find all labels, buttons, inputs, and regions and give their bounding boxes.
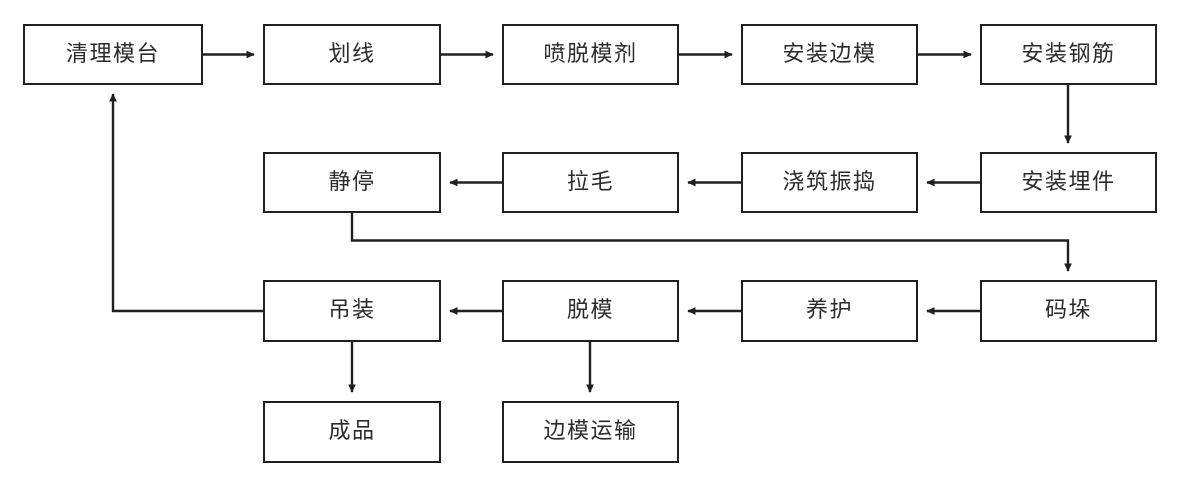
node-边模运输[interactable]: 边模运输 (502, 401, 679, 463)
node-浇筑振捣[interactable]: 浇筑振捣 (741, 152, 918, 213)
node-成品[interactable]: 成品 (263, 401, 441, 463)
node-安装钢筋[interactable]: 安装钢筋 (980, 24, 1157, 85)
node-划线[interactable]: 划线 (263, 24, 441, 85)
node-label: 安装钢筋 (1021, 41, 1116, 67)
node-label: 边模运输 (543, 419, 638, 444)
node-安装边模[interactable]: 安装边模 (741, 24, 918, 85)
node-喷脱模剂[interactable]: 喷脱模剂 (502, 24, 679, 85)
node-label: 脱模 (566, 298, 614, 323)
node-脱模[interactable]: 脱模 (502, 280, 679, 342)
node-label: 清理模台 (65, 41, 160, 67)
edge-静停-码垛 (350, 213, 1072, 272)
node-label: 码垛 (1044, 298, 1092, 323)
node-label: 静停 (328, 169, 376, 195)
node-label: 安装埋件 (1021, 169, 1116, 195)
edge-吊装-清理模台-feedback (109, 93, 263, 313)
node-label: 浇筑振捣 (782, 169, 877, 195)
node-label: 安装边模 (782, 41, 877, 67)
node-安装埋件[interactable]: 安装埋件 (980, 152, 1157, 213)
node-拉毛[interactable]: 拉毛 (502, 152, 679, 213)
node-label: 喷脱模剂 (543, 41, 638, 67)
node-码垛[interactable]: 码垛 (980, 280, 1157, 342)
node-清理模台[interactable]: 清理模台 (23, 24, 203, 85)
node-label: 拉毛 (566, 169, 614, 195)
node-静停[interactable]: 静停 (263, 152, 441, 213)
node-label: 成品 (328, 419, 376, 444)
node-养护[interactable]: 养护 (741, 280, 918, 342)
node-label: 划线 (328, 41, 376, 67)
node-label: 养护 (805, 298, 853, 323)
node-吊装[interactable]: 吊装 (263, 280, 441, 342)
node-label: 吊装 (328, 298, 376, 323)
